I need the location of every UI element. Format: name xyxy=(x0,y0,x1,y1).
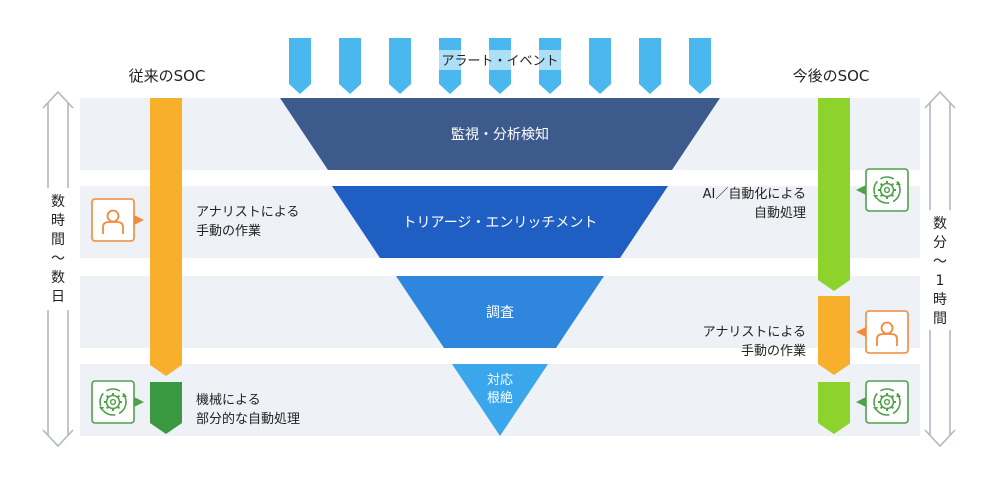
svg-text:時: 時 xyxy=(51,213,65,229)
future-soc-header xyxy=(776,64,886,88)
svg-text:数: 数 xyxy=(933,216,947,232)
future-machine-icon-box-bottom xyxy=(856,380,909,424)
funnel-label-monitoring: 監視・分析検知 xyxy=(451,126,549,143)
alert-arrow xyxy=(289,38,311,94)
traditional-analyst-text-1: アナリストによる xyxy=(196,205,299,220)
svg-text:数: 数 xyxy=(51,194,65,210)
future-ai-text-2: 自動処理 xyxy=(754,206,806,221)
svg-text:間: 間 xyxy=(933,311,947,327)
alerts-label: アラート・イベント xyxy=(441,54,558,69)
funnel-label-response-1: 対応 xyxy=(487,373,513,388)
future-machine-bar xyxy=(818,382,850,434)
alert-arrow xyxy=(389,38,411,94)
svg-text:〜: 〜 xyxy=(51,251,65,267)
future-analyst-text-2: 手動の作業 xyxy=(741,343,806,359)
future-analyst-text-1: アナリストによる xyxy=(703,325,806,340)
funnel-stage-triage xyxy=(332,186,668,258)
svg-text:間: 間 xyxy=(51,232,65,248)
future-machine-icon-box-top xyxy=(856,168,909,212)
future-analyst-icon-box xyxy=(856,310,909,354)
alert-arrow xyxy=(639,38,661,94)
future-ai-text-1: AI／自動化による xyxy=(703,187,806,202)
traditional-machine-icon-box xyxy=(91,380,144,424)
future-soc-label: 今後のSOC xyxy=(793,67,870,85)
future-duration-label: 数 分 〜 1 時 間 xyxy=(933,216,947,327)
funnel-stage-monitoring xyxy=(280,98,720,170)
alert-arrow xyxy=(339,38,361,94)
funnel-label-response-2: 根絶 xyxy=(487,390,513,406)
alert-arrow xyxy=(589,38,611,94)
svg-text:分: 分 xyxy=(933,235,947,251)
funnel-label-investigation: 調査 xyxy=(486,305,514,321)
traditional-soc-header xyxy=(112,64,222,88)
traditional-analyst-icon-box xyxy=(91,198,144,242)
traditional-manual-bar xyxy=(150,98,182,376)
funnel-stage-response xyxy=(452,364,548,436)
traditional-soc-label: 従来のSOC xyxy=(129,67,206,85)
svg-text:〜: 〜 xyxy=(933,254,947,270)
funnel-stage-investigation xyxy=(396,276,604,348)
traditional-duration-label: 数 時 間 〜 数 日 xyxy=(51,194,65,305)
svg-text:時: 時 xyxy=(933,292,947,308)
svg-text:数: 数 xyxy=(51,270,65,286)
svg-text:日: 日 xyxy=(51,289,65,305)
traditional-machine-text-1: 機械による xyxy=(196,393,261,408)
future-ai-bar xyxy=(818,98,850,291)
traditional-machine-text-2: 部分的な自動処理 xyxy=(196,411,300,427)
alert-arrow xyxy=(689,38,711,94)
funnel-label-triage: トリアージ・エンリッチメント xyxy=(403,215,598,231)
traditional-machine-bar xyxy=(150,382,182,434)
traditional-analyst-text-2: 手動の作業 xyxy=(196,223,261,239)
svg-text:1: 1 xyxy=(936,273,945,289)
future-manual-bar xyxy=(818,296,850,375)
